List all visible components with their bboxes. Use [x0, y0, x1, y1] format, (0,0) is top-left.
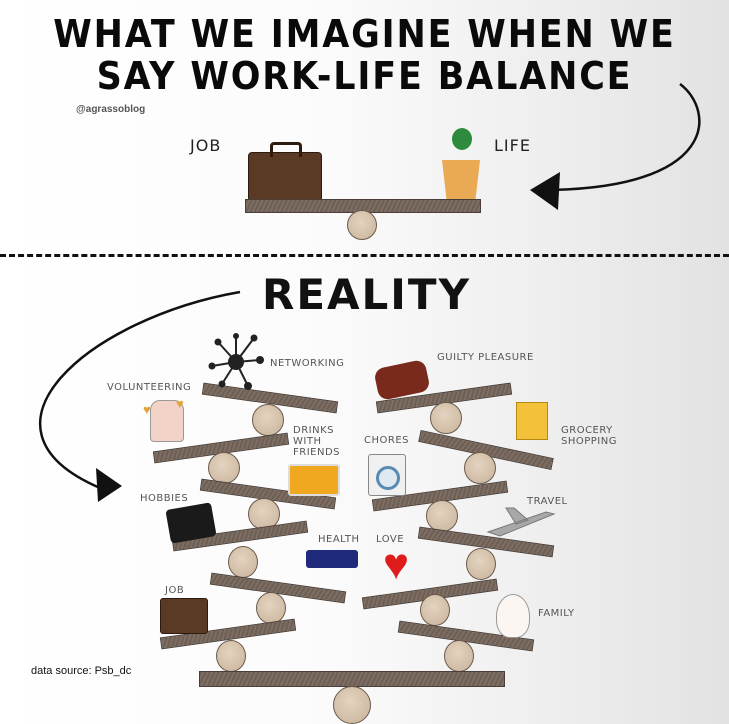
- airplane-icon: [486, 507, 556, 537]
- base-fulcrum: [333, 686, 371, 724]
- reality-heading: REALITY: [262, 270, 471, 319]
- label-drinks: DRINKS WITH FRIENDS: [293, 425, 340, 458]
- ball: [256, 592, 286, 624]
- label-networking: NETWORKING: [270, 358, 345, 369]
- label-health: HEALTH: [318, 534, 360, 545]
- ball: [464, 452, 496, 484]
- label-guilty-pleasure: GUILTY PLEASURE: [437, 352, 534, 363]
- label-grocery: GROCERY SHOPPING: [561, 425, 617, 447]
- ball: [228, 546, 258, 578]
- label-grocery-2: SHOPPING: [561, 436, 617, 447]
- imagined-job-label: JOB: [190, 136, 222, 155]
- briefcase-icon: [248, 152, 322, 202]
- job-briefcase-icon: [160, 598, 208, 634]
- grocery-bag-icon: [516, 402, 548, 440]
- ball: [444, 640, 474, 672]
- label-love: LOVE: [376, 534, 405, 545]
- label-chores: CHORES: [364, 435, 409, 446]
- hand-hearts-icon: [150, 400, 184, 442]
- label-travel: TRAVEL: [527, 496, 568, 507]
- ball: [252, 404, 284, 436]
- network-icon: [208, 333, 264, 390]
- heart-left-icon: ♥: [143, 402, 151, 417]
- briefcase-handle: [270, 142, 302, 157]
- label-drinks-3: FRIENDS: [293, 447, 340, 458]
- dashed-divider: [0, 254, 729, 257]
- title-line-1: WHAT WE IMAGINE WHEN WE: [53, 12, 676, 56]
- potted-plant-icon: [442, 160, 480, 200]
- title-line-2: SAY WORK-LIFE BALANCE: [96, 54, 633, 98]
- heart-icon: ♥: [383, 540, 410, 589]
- label-drinks-2: WITH: [293, 436, 322, 447]
- reality-arrow-icon: [39, 290, 241, 502]
- baby-bundle-icon: [496, 594, 530, 638]
- ball: [430, 402, 462, 434]
- ball: [216, 640, 246, 672]
- heart-right-icon: ♥: [176, 396, 184, 411]
- plant-leaves: [452, 128, 472, 150]
- ball: [420, 594, 450, 626]
- label-grocery-1: GROCERY: [561, 425, 613, 436]
- washer-door: [376, 466, 400, 490]
- curved-arrow-icon: [530, 82, 701, 210]
- label-volunteering: VOLUNTEERING: [107, 382, 192, 393]
- base-plank: [199, 671, 505, 687]
- ball: [466, 548, 496, 580]
- beer-mugs-icon: [288, 464, 340, 496]
- label-drinks-1: DRINKS: [293, 425, 334, 436]
- label-job: JOB: [165, 585, 185, 596]
- credit: @agrassoblog: [76, 104, 146, 115]
- imagined-fulcrum: [347, 210, 377, 240]
- label-hobbies: HOBBIES: [140, 493, 189, 504]
- imagined-life-label: LIFE: [494, 136, 531, 155]
- dumbbell-icon: [306, 550, 358, 568]
- data-source: data source: Psb_dc: [31, 665, 132, 677]
- label-family: FAMILY: [538, 608, 575, 619]
